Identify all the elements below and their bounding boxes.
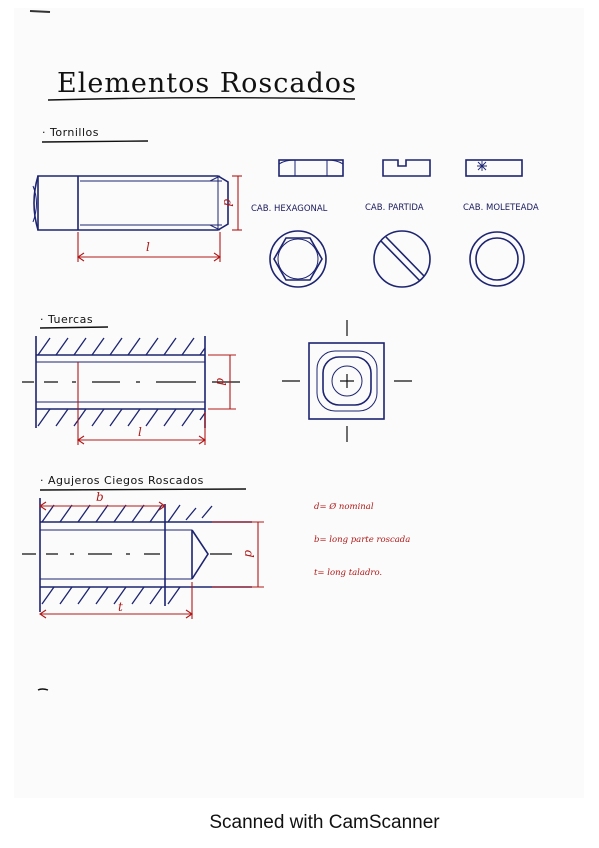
label-slotted-head: CAB. PARTIDA [365, 203, 424, 213]
section-tuercas: · Tuercas [40, 313, 93, 326]
bolt-drawing [32, 175, 229, 231]
nut-dimensions [77, 354, 236, 445]
slotted-head-side [382, 159, 431, 177]
hexagonal-head-top [269, 230, 327, 288]
scanned-page [14, 8, 584, 798]
legend-b: b= long parte roscada [314, 535, 410, 545]
stray-mark [37, 688, 49, 691]
page-title: Elementos Roscados [57, 68, 357, 99]
bolt-dimensions [77, 175, 242, 262]
agujeros-underline [39, 488, 247, 491]
label-hexagonal-head: CAB. HEXAGONAL [251, 204, 328, 214]
hexagonal-head-side [278, 159, 344, 177]
slotted-head-top [373, 230, 431, 288]
knurled-head-side [465, 159, 523, 177]
nut-front-view [282, 320, 412, 442]
label-knurled-head: CAB. MOLETEADA [463, 203, 539, 213]
legend: d= Ø nominal b= long parte roscada t= lo… [314, 501, 410, 578]
legend-d: d= Ø nominal [314, 501, 374, 512]
blind-hole-dimensions [39, 501, 264, 619]
corner-mark [29, 10, 51, 13]
blind-hole-drawing [22, 498, 252, 612]
tuercas-underline [39, 326, 109, 329]
tornillos-underline [41, 140, 149, 143]
hole-dim-d: d [242, 550, 256, 558]
nut-dim-d: d [214, 378, 228, 386]
bolt-dim-l: l [146, 240, 150, 254]
section-agujeros: · Agujeros Ciegos Roscados [40, 474, 204, 487]
title-underline [47, 97, 356, 101]
knurled-head-top [469, 231, 525, 287]
nut-dim-l: l [138, 425, 142, 439]
hole-dim-b: b [96, 490, 104, 504]
bolt-dim-d: d [221, 199, 235, 207]
scanner-watermark: Scanned with CamScanner [209, 812, 440, 833]
section-tornillos: · Tornillos [42, 126, 99, 139]
legend-t: t= long taladro. [314, 568, 382, 578]
nut-section-drawing [22, 336, 240, 428]
hole-dim-t: t [118, 600, 123, 614]
